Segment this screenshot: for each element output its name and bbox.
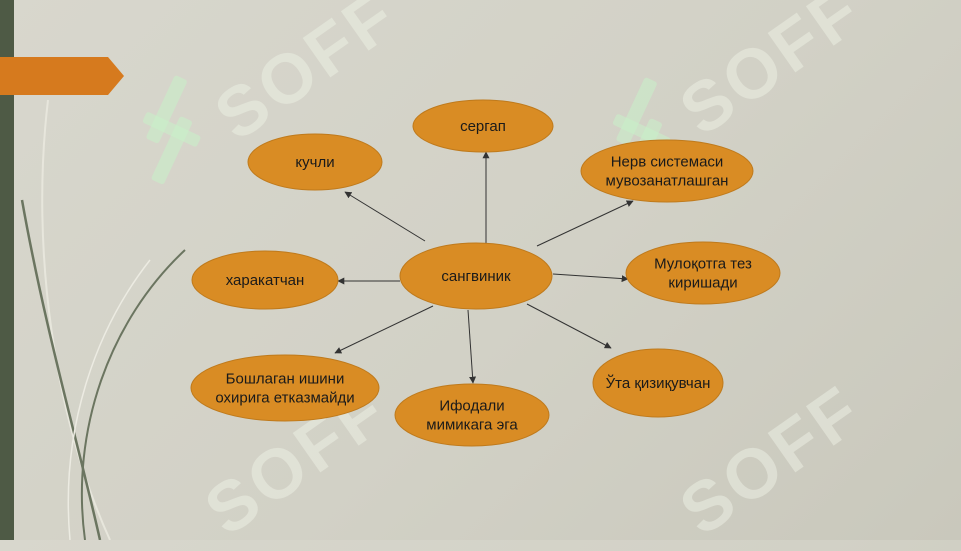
node-muloqot: Мулоқотга тез киришади	[625, 241, 781, 305]
node-muloqot-label: Мулоқотга тез	[654, 256, 752, 273]
left-accent-bar	[0, 0, 14, 540]
node-muloqot-shape	[625, 241, 781, 305]
accent-tab	[0, 57, 124, 95]
node-muloqot-label: киришади	[668, 275, 737, 292]
edge-sanguinik-to-muloqot	[552, 273, 629, 283]
node-sergap-label: сергап	[460, 118, 506, 135]
center-node-shape	[399, 242, 553, 310]
node-nerve-label: мувозанатлашган	[606, 173, 729, 190]
node-qiziquvchan-shape	[592, 348, 724, 418]
node-kuchli-shape	[247, 133, 383, 191]
node-qiziquvchan-label: Ўта қизиқувчан	[606, 374, 711, 392]
node-harakatchan: харакатчан	[191, 250, 339, 310]
node-ifodali-shape	[394, 383, 550, 447]
node-ifodali-label: мимикага эга	[426, 417, 518, 434]
center-node-label: сангвиник	[441, 268, 511, 285]
node-ifodali-label: Ифодали	[439, 398, 504, 415]
node-sergap: сергап	[412, 99, 554, 153]
edge-sanguinik-to-kuchli	[344, 191, 426, 242]
node-kuchli-label: кучли	[295, 154, 334, 171]
node-kuchli: кучли	[247, 133, 383, 191]
edge-sanguinik-to-qiziquvchan	[526, 303, 612, 349]
node-qiziquvchan: Ўта қизиқувчан	[592, 348, 724, 418]
node-boshlagan-shape	[190, 354, 380, 422]
node-ifodali: Ифодали мимикага эга	[394, 383, 550, 447]
node-boshlagan: Бошлаган ишини охирига етказмайди	[190, 354, 380, 422]
node-harakatchan-label: харакатчан	[226, 272, 305, 289]
node-harakatchan-shape	[191, 250, 339, 310]
edge-sanguinik-to-ifodali	[467, 309, 477, 384]
node-nerve: Нерв системаси мувозанатлашган	[580, 139, 754, 203]
node-sergap-shape	[412, 99, 554, 153]
edge-sanguinik-to-boshlagan	[334, 305, 434, 354]
node-nerve-label: Нерв системаси	[611, 154, 724, 171]
node-boshlagan-label: Бошлаган ишини	[226, 371, 345, 388]
watermark-logo-icon	[120, 70, 221, 195]
node-nerve-shape	[580, 139, 754, 203]
edge-sanguinik-to-nerve	[536, 200, 634, 247]
node-boshlagan-label: охирига етказмайди	[215, 390, 354, 407]
center-node-sanguinik: сангвиник	[399, 242, 553, 310]
